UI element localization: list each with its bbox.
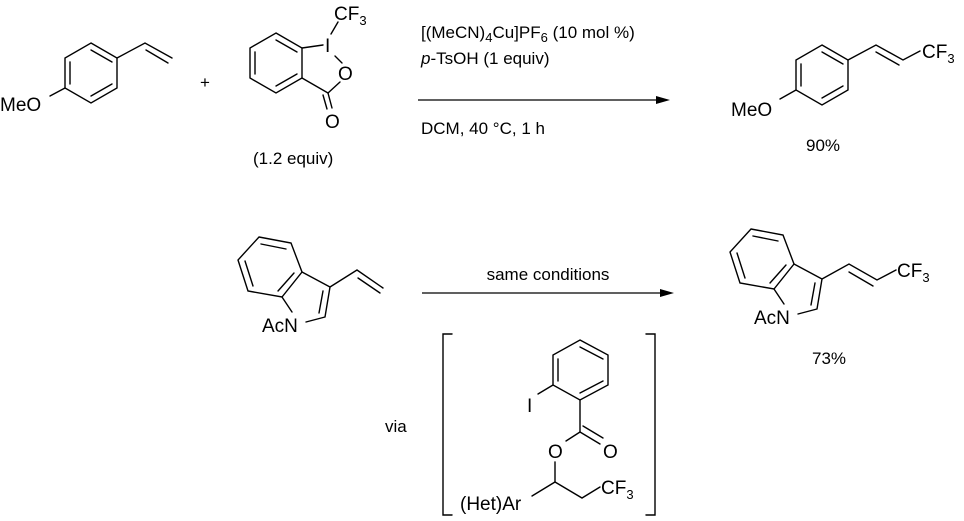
- intermediate-structure: I O O (Het)Ar CF3: [460, 339, 634, 515]
- ring-oxygen-label: O: [338, 64, 353, 85]
- togni-reagent: I CF3 O O (1.2 equiv): [249, 4, 367, 168]
- intermediate-bracket: [442, 333, 656, 516]
- carbonyl-oxygen-label: O: [603, 442, 618, 463]
- plus-sign: +: [200, 73, 210, 92]
- acn-label: AcN: [754, 308, 790, 329]
- methoxy-label: MeO: [731, 100, 772, 121]
- ester-oxygen-label: O: [548, 442, 563, 463]
- cf3-label: CF3: [922, 42, 955, 66]
- iodine-label: I: [325, 36, 330, 57]
- acn-label: AcN: [262, 316, 298, 337]
- methoxy-label: MeO: [0, 95, 41, 116]
- cf3-label: CF3: [601, 478, 634, 502]
- reactant-4-methoxystyrene: MeO: [0, 42, 173, 116]
- iodine-label: I: [527, 396, 532, 417]
- het-aryl-label: (Het)Ar: [460, 494, 522, 515]
- reaction-arrow-2: same conditions: [422, 265, 674, 297]
- yield-label: 73%: [812, 349, 846, 368]
- product-1: MeO CF3 90%: [731, 42, 955, 155]
- via-label: via: [385, 417, 407, 436]
- cf3-label: CF3: [897, 261, 930, 285]
- solvent-temp-time-label: DCM, 40 °C, 1 h: [421, 119, 545, 138]
- catalyst-label: [(MeCN)4Cu]PF6 (10 mol %): [421, 23, 635, 45]
- product-2: AcN CF3: [729, 228, 930, 329]
- acid-label: p-TsOH (1 equiv): [420, 49, 550, 68]
- yield-label: 90%: [806, 136, 840, 155]
- same-conditions-label: same conditions: [487, 265, 610, 284]
- reaction-arrow-1: [(MeCN)4Cu]PF6 (10 mol %) p-TsOH (1 equi…: [418, 23, 670, 138]
- reactant-3-vinylindole: AcN: [237, 236, 384, 337]
- carbonyl-oxygen-label: O: [325, 112, 340, 133]
- cf3-label: CF3: [334, 4, 367, 28]
- equiv-label: (1.2 equiv): [253, 149, 333, 168]
